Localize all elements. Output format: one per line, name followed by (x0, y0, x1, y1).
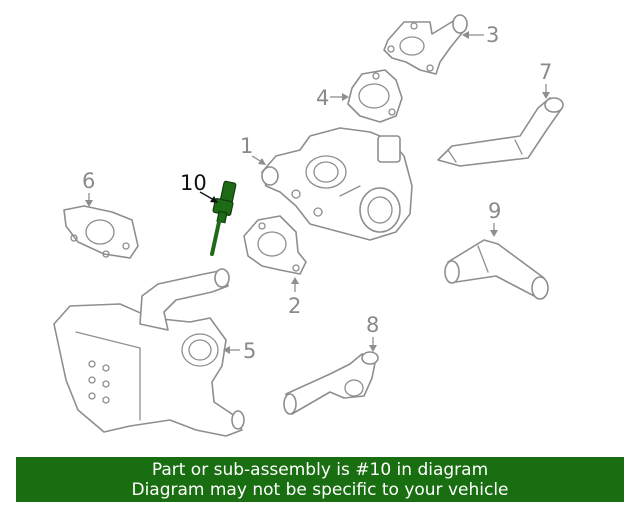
part-10-temperature-sensor (210, 180, 237, 256)
part-5-egr-cooler (53, 268, 245, 437)
callout-4: 4 (316, 86, 329, 110)
callout-8: 8 (366, 313, 379, 337)
callout-5: 5 (243, 339, 256, 363)
part-6-gasket-plate (63, 205, 139, 259)
parts-diagram: 3 4 7 1 6 (53, 14, 564, 437)
callout-10: 10 (180, 171, 207, 195)
part-7-bent-tube (437, 97, 564, 167)
banner-line-1: Part or sub-assembly is #10 in diagram (151, 460, 489, 480)
callout-2: 2 (288, 294, 301, 318)
part-3-pipe-elbow (383, 14, 468, 75)
callout-7: 7 (539, 60, 552, 84)
part-8-hose (283, 351, 379, 415)
callout-1: 1 (240, 134, 253, 158)
part-9-hose (444, 239, 549, 300)
callout-6: 6 (82, 169, 95, 193)
disclaimer-banner: Part or sub-assembly is #10 in diagram D… (16, 457, 624, 502)
part-1-egr-valve (261, 127, 413, 241)
callout-3: 3 (486, 23, 499, 47)
banner-line-2: Diagram may not be specific to your vehi… (131, 480, 509, 500)
callout-9: 9 (488, 199, 501, 223)
part-2-gasket (243, 215, 307, 275)
part-4-gasket (347, 69, 403, 123)
